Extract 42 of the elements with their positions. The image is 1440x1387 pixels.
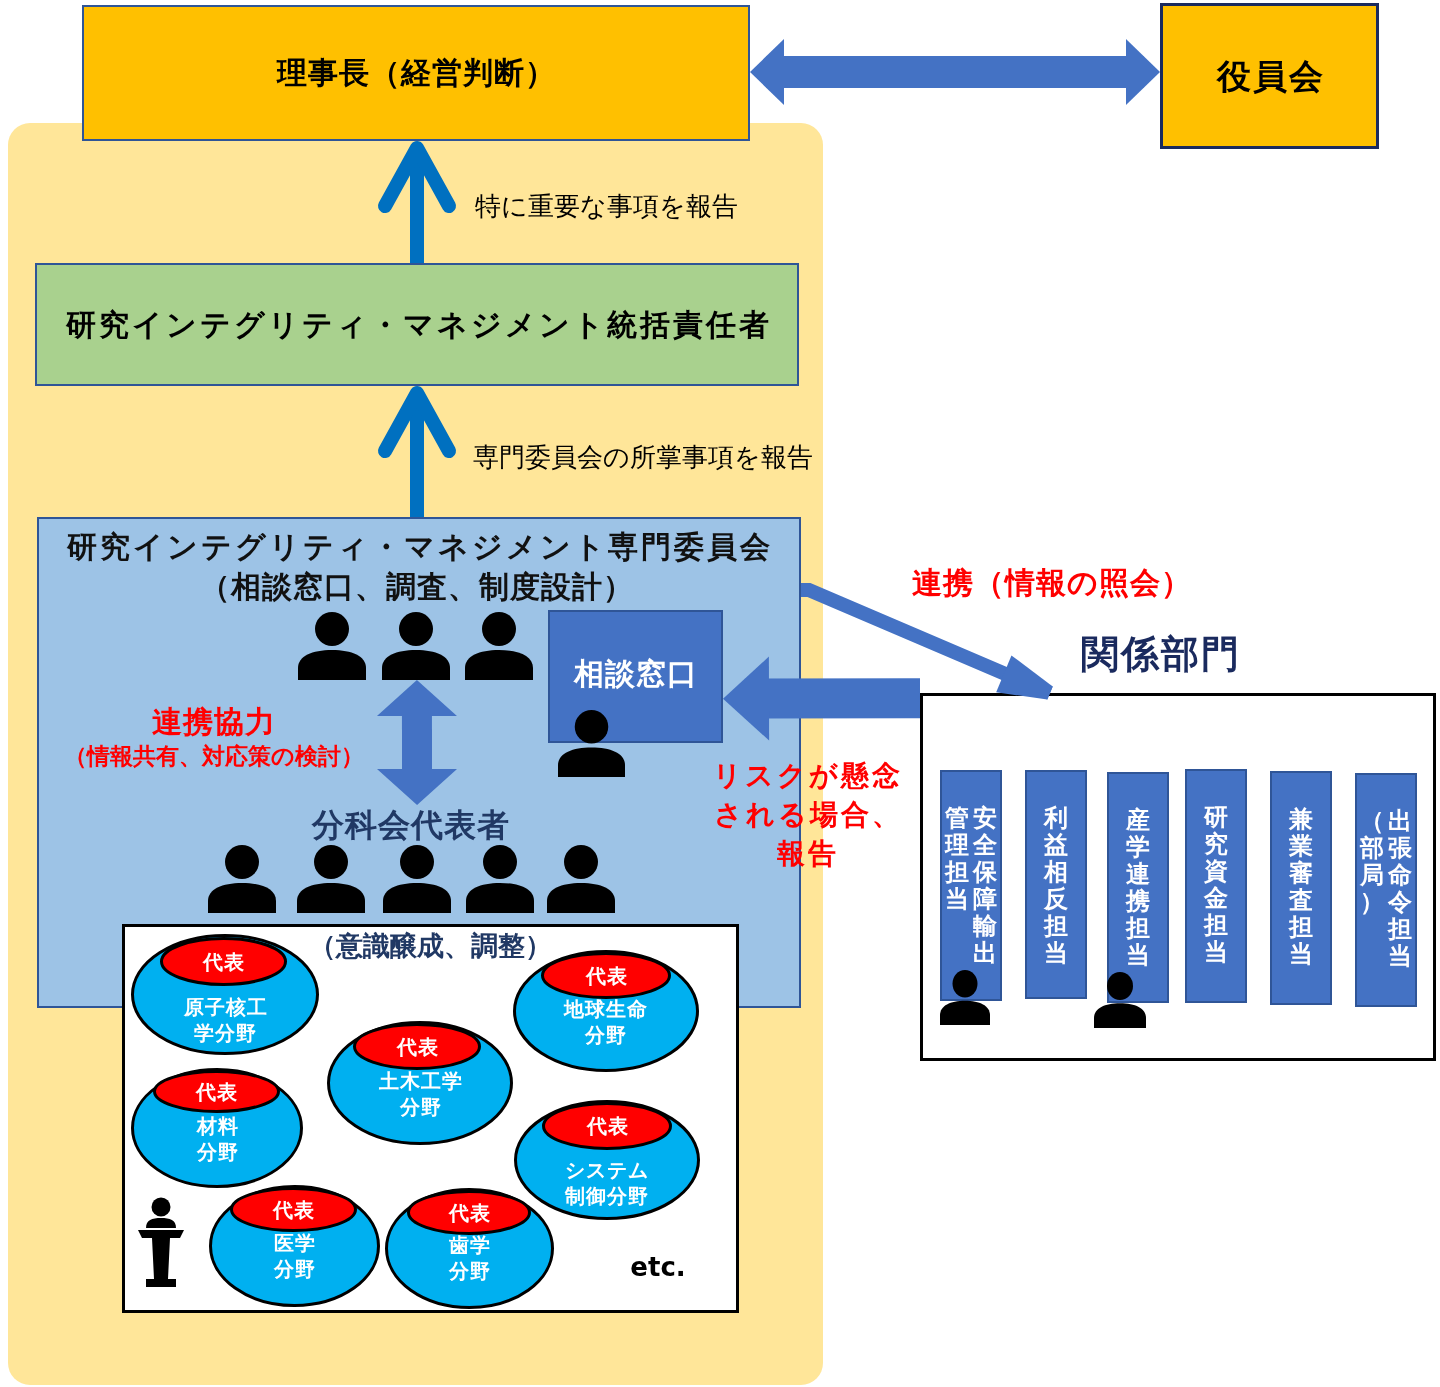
field-name: 地球生命分野 bbox=[562, 996, 649, 1048]
field-ellipse bbox=[209, 1185, 380, 1307]
panel-title: 研究インテグリティ・マネジメント専門委員会 bbox=[65, 528, 773, 566]
field-name: 原子核工学分野 bbox=[182, 994, 269, 1046]
field-name: 土木工学分野 bbox=[377, 1068, 464, 1120]
tag-ellipse: 代表 bbox=[230, 1187, 357, 1232]
edge-label: 連携協力 bbox=[152, 704, 276, 740]
tag-ellipse: 代表 bbox=[407, 1190, 531, 1235]
note-text: etc. bbox=[630, 1252, 686, 1284]
role-box: 研究インテグリティ・マネジメント統括責任者 bbox=[35, 263, 799, 386]
group-panel bbox=[122, 924, 739, 1313]
field-ellipse bbox=[385, 1188, 554, 1309]
duty-bar: 出張命令担当（部局） bbox=[1355, 773, 1417, 1007]
tag-ellipse: 代表 bbox=[541, 952, 671, 999]
edge-label: 特に重要な事項を報告 bbox=[474, 191, 738, 223]
tag-ellipse: 代表 bbox=[153, 1070, 280, 1113]
duty-bar: 安全保障輸出管理担当 bbox=[940, 770, 1002, 1001]
edge-label: 連携（情報の照会） bbox=[912, 565, 1192, 601]
duty-bar: 利益相反担当 bbox=[1025, 770, 1087, 999]
edge-label: リスクが懸念される場合、報告 bbox=[712, 757, 904, 872]
duty-bar: 研究資金担当 bbox=[1185, 769, 1247, 1003]
tag-ellipse: 代表 bbox=[160, 937, 287, 986]
field-name: 材料分野 bbox=[195, 1113, 240, 1165]
edge-label: 専門委員会の所掌事項を報告 bbox=[473, 442, 813, 474]
field-name: 医学分野 bbox=[272, 1230, 317, 1282]
field-ellipse bbox=[514, 1100, 700, 1220]
panel-subtitle: （相談窓口、調査、制度設計） bbox=[198, 568, 634, 606]
panel-heading: 関係部門 bbox=[1080, 631, 1241, 679]
duty-bar: 兼業審査担当 bbox=[1270, 771, 1332, 1005]
tag-ellipse: 代表 bbox=[542, 1102, 672, 1150]
desk-box: 相談窓口 bbox=[548, 610, 723, 743]
field-ellipse bbox=[131, 1068, 303, 1188]
tag-ellipse: 代表 bbox=[353, 1023, 481, 1070]
section-label: 分科会代表者 bbox=[306, 805, 514, 845]
people-icon bbox=[298, 612, 533, 680]
field-ellipse bbox=[327, 1021, 513, 1145]
role-box: 理事長（経営判断） bbox=[82, 5, 750, 141]
field-name: 歯学分野 bbox=[447, 1232, 492, 1284]
board-box: 役員会 bbox=[1160, 3, 1379, 149]
duty-bar: 産学連携担当 bbox=[1107, 772, 1169, 1003]
note-text: （情報共有、対応策の検討） bbox=[64, 743, 364, 771]
field-name: システム制御分野 bbox=[563, 1157, 650, 1209]
